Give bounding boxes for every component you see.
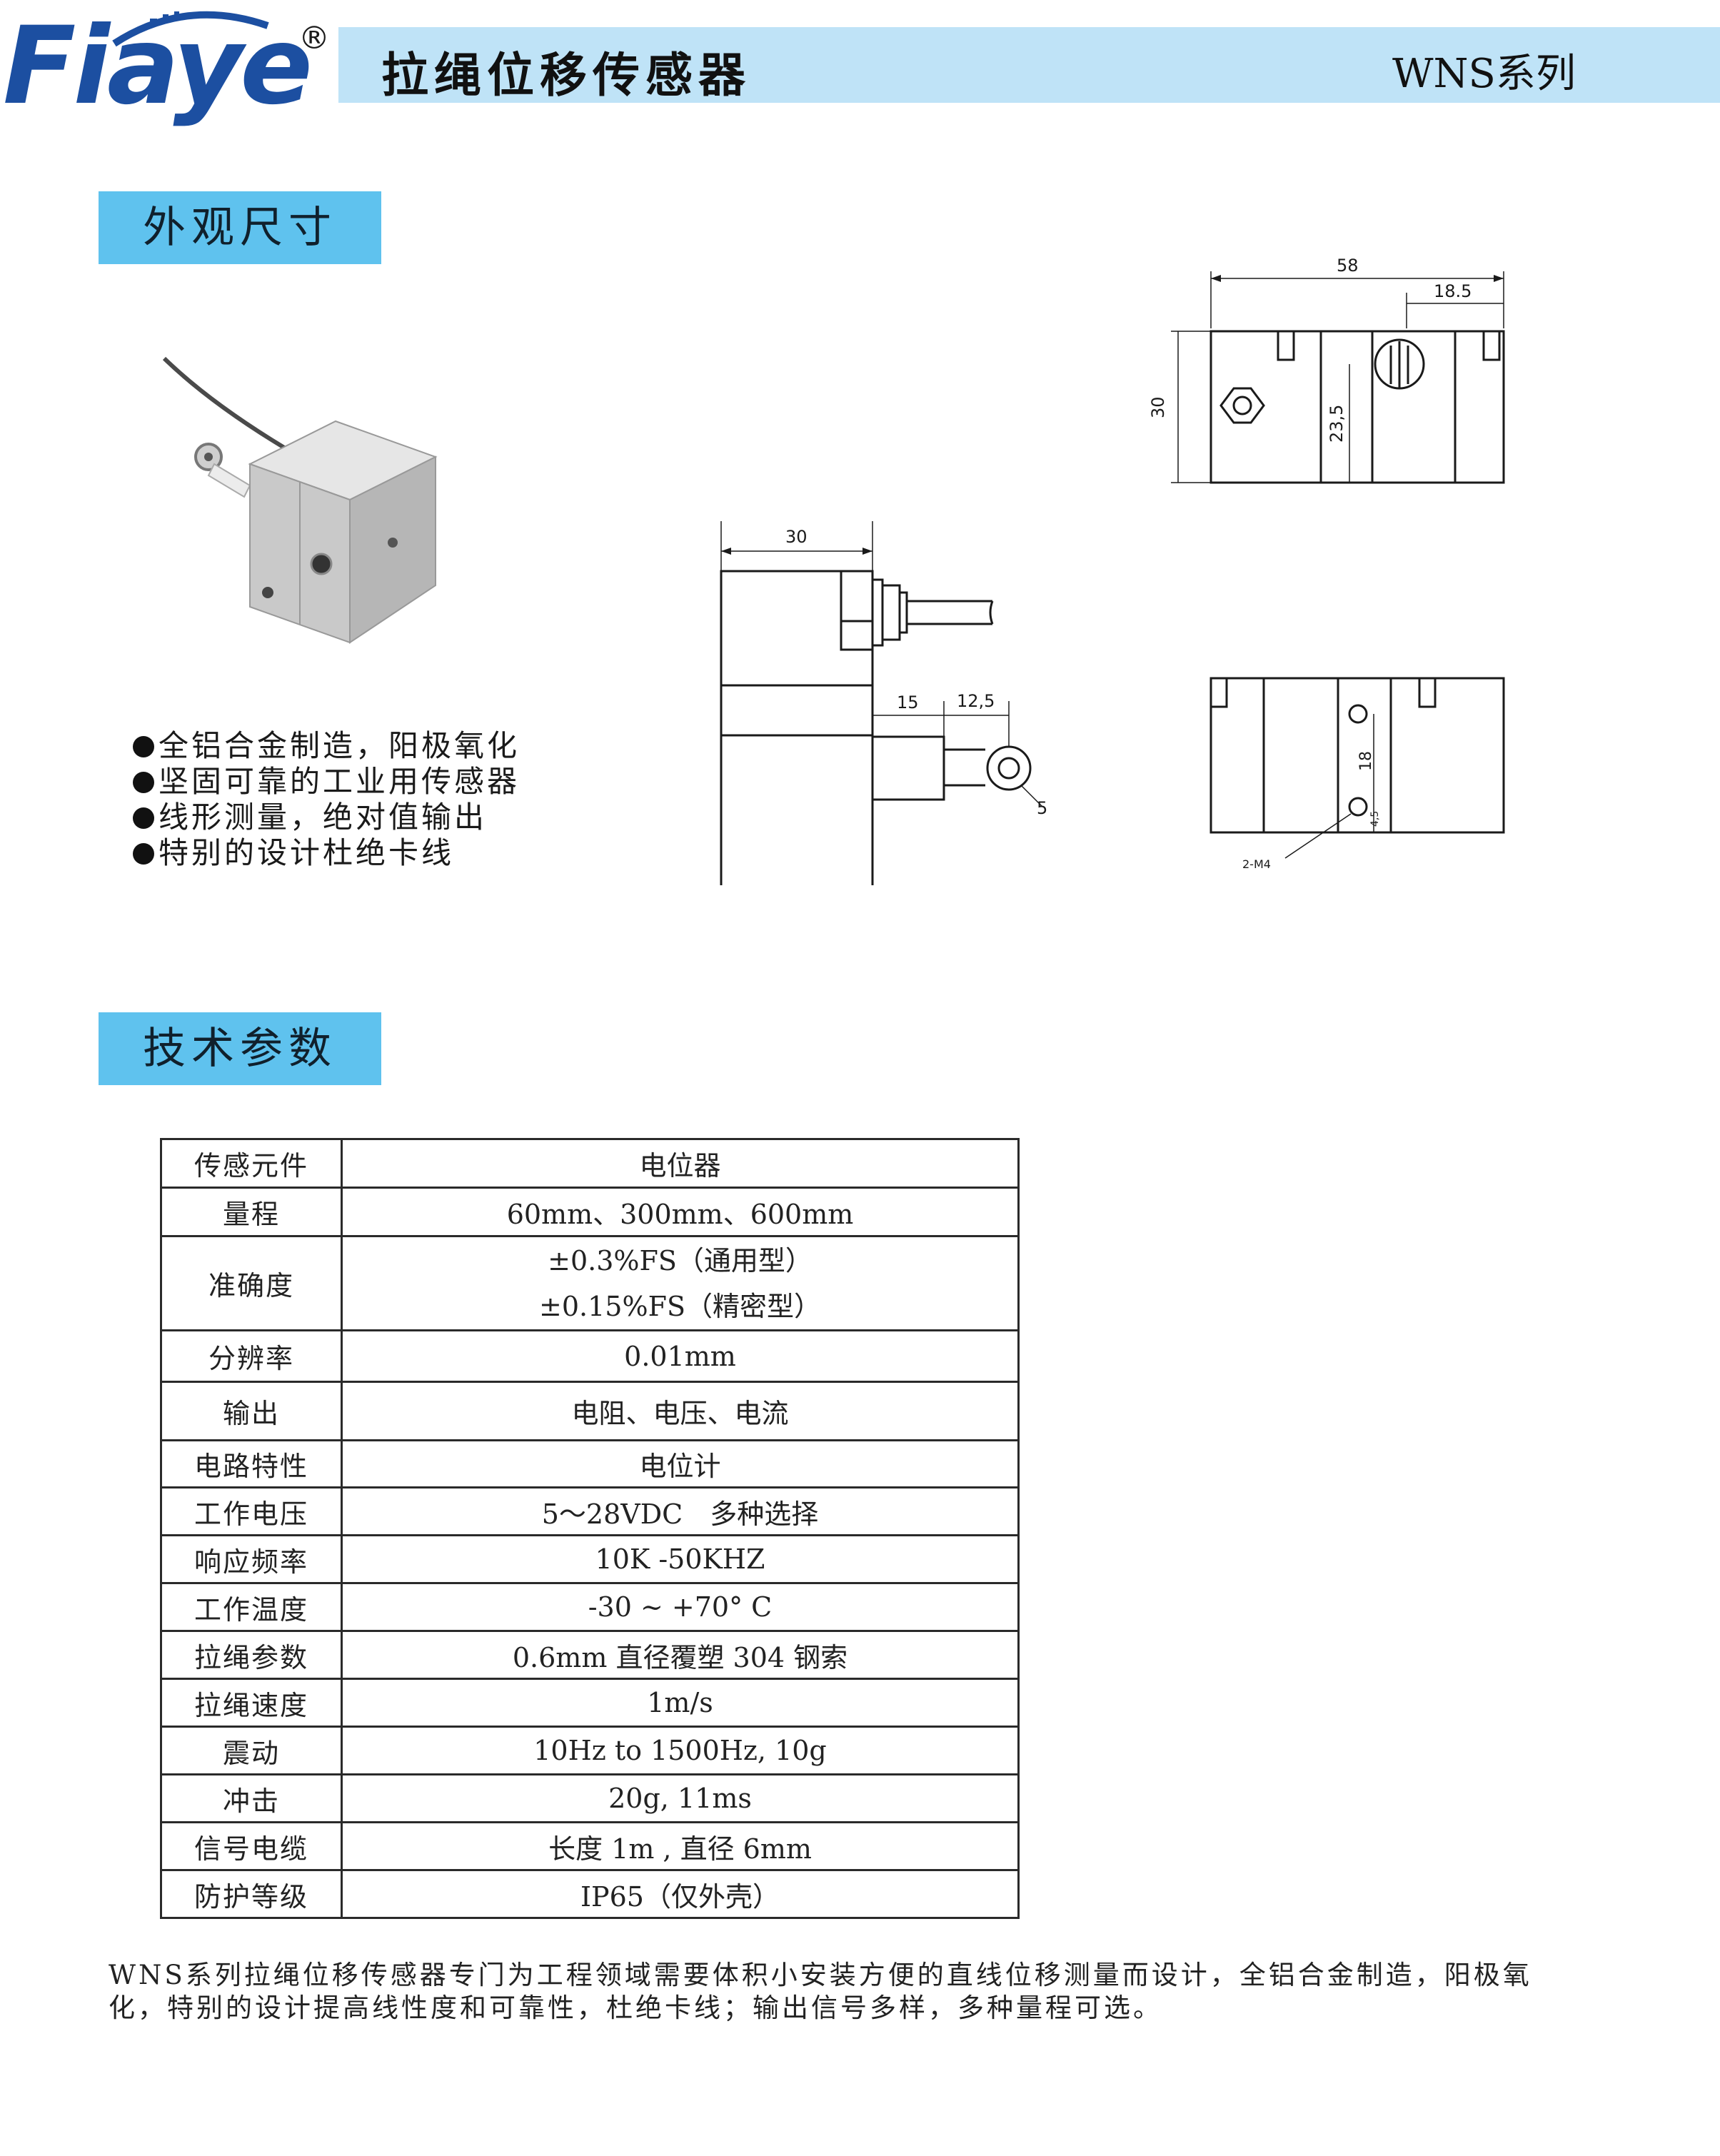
spec-value: 0.01mm (341, 1329, 1020, 1383)
feature-item: 特别的设计杜绝卡线 (133, 835, 520, 871)
spec-value: 60mm、300mm、600mm (341, 1187, 1020, 1237)
feature-item: 坚固可靠的工业用传感器 (133, 764, 520, 800)
spec-value: 电阻、电压、电流 (341, 1381, 1020, 1441)
table-row: 量程 60mm、300mm、600mm (160, 1187, 1020, 1237)
spec-value-line: ±0.3%FS（通用型） (548, 1244, 813, 1276)
table-row: 工作温度 -30 ~ +70° C (160, 1582, 1020, 1632)
spec-table: 传感元件 电位器 量程 60mm、300mm、600mm 准确度 ±0.3%FS… (160, 1138, 1020, 1919)
dim-side-b: 12,5 (957, 691, 995, 711)
spec-key: 响应频率 (160, 1534, 343, 1584)
logo-swoosh-icon (112, 11, 269, 47)
spec-key: 量程 (160, 1187, 343, 1237)
section-tab-appearance: 外观尺寸 (99, 191, 381, 264)
spec-key: 准确度 (160, 1235, 343, 1331)
product-photo (162, 356, 438, 644)
logo-text: Fiaye (3, 4, 313, 129)
table-row: 传感元件 电位器 (160, 1138, 1020, 1189)
bullet-icon (133, 807, 154, 829)
spec-key: 冲击 (160, 1773, 343, 1823)
spec-value: 10K -50KHZ (341, 1534, 1020, 1584)
top-view-drawing: 58 18.5 30 23,5 (1148, 256, 1505, 484)
table-row: 冲击 20g, 11ms (160, 1773, 1020, 1823)
spec-key: 分辨率 (160, 1329, 343, 1383)
table-row: 输出 电阻、电压、电流 (160, 1381, 1020, 1441)
section-title-specs: 技术参数 (143, 1024, 337, 1074)
spec-key: 工作温度 (160, 1582, 343, 1632)
spec-value: 1m/s (341, 1678, 1020, 1728)
section-title-appearance: 外观尺寸 (143, 203, 337, 253)
table-row: 震动 10Hz to 1500Hz, 10g (160, 1726, 1020, 1775)
dim-bottom-spacing: 18 (1357, 751, 1375, 771)
spec-value: 长度 1m , 直径 6mm (341, 1821, 1020, 1871)
header-bar (338, 27, 1720, 103)
spec-value: 电位计 (341, 1439, 1020, 1488)
table-row: 信号电缆 长度 1m , 直径 6mm (160, 1821, 1020, 1871)
spec-value: 10Hz to 1500Hz, 10g (341, 1726, 1020, 1775)
brand-logo: Fiaye ® (0, 0, 336, 129)
spec-key: 工作电压 (160, 1486, 343, 1536)
table-row: 防护等级 IP65（仅外壳） (160, 1869, 1020, 1919)
table-row: 拉绳参数 0.6mm 直径覆塑 304 钢索 (160, 1630, 1020, 1680)
bullet-icon (133, 772, 154, 793)
dim-side-a: 15 (897, 692, 919, 712)
spec-key: 信号电缆 (160, 1821, 343, 1871)
bottom-view-drawing: 18 4,5 2-M4 (1209, 677, 1505, 871)
spec-key: 电路特性 (160, 1439, 343, 1488)
table-row: 拉绳速度 1m/s (160, 1678, 1020, 1728)
series-label: WNS系列 (1392, 51, 1576, 97)
spec-value-line: ±0.15%FS（精密型） (539, 1290, 821, 1322)
spec-value: ±0.3%FS（通用型） ±0.15%FS（精密型） (341, 1235, 1020, 1331)
table-row: 分辨率 0.01mm (160, 1329, 1020, 1383)
spec-value: 0.6mm 直径覆塑 304 钢索 (341, 1630, 1020, 1680)
feature-list: 全铝合金制造，阳极氧化 坚固可靠的工业用传感器 线形测量，绝对值输出 特别的设计… (133, 728, 520, 871)
spec-key: 防护等级 (160, 1869, 343, 1919)
table-row: 工作电压 5～28VDC 多种选择 (160, 1486, 1020, 1536)
dim-bottom-edge: 4,5 (1369, 811, 1381, 827)
description-line: 化，特别的设计提高线性度和可靠性，杜绝卡线；输出信号多样，多种量程可选。 (109, 1993, 1162, 2023)
dim-side-width: 30 (785, 527, 808, 547)
section-tab-specs: 技术参数 (99, 1012, 381, 1085)
spec-key: 传感元件 (160, 1138, 343, 1189)
table-row: 响应频率 10K -50KHZ (160, 1534, 1020, 1584)
side-view-drawing: 30 5 15 12,5 (720, 521, 1047, 885)
dim-side-ring: 5 (1037, 798, 1047, 818)
spec-key: 震动 (160, 1726, 343, 1775)
bullet-icon (133, 843, 154, 865)
spec-key: 拉绳参数 (160, 1630, 343, 1680)
table-row: 电路特性 电位计 (160, 1439, 1020, 1488)
bullet-icon (133, 736, 154, 757)
dim-top-width: 58 (1337, 256, 1359, 276)
spec-value: 电位器 (341, 1138, 1020, 1189)
description-line: WNS系列拉绳位移传感器专门为工程领域需要体积小安装方便的直线位移测量而设计，全… (109, 1960, 1532, 1990)
dim-bottom-thread: 2-M4 (1242, 857, 1271, 871)
spec-value: IP65（仅外壳） (341, 1869, 1020, 1919)
registered-mark: ® (298, 20, 330, 56)
feature-item: 线形测量，绝对值输出 (133, 800, 520, 835)
dim-top-inner: 23,5 (1327, 405, 1347, 443)
spec-value: -30 ~ +70° C (341, 1582, 1020, 1632)
spec-key: 输出 (160, 1381, 343, 1441)
product-description: WNS系列拉绳位移传感器专门为工程领域需要体积小安装方便的直线位移测量而设计，全… (109, 1959, 1544, 2025)
spec-key: 拉绳速度 (160, 1678, 343, 1728)
spec-value: 20g, 11ms (341, 1773, 1020, 1823)
dim-top-height: 30 (1148, 396, 1168, 418)
dim-top-offset: 18.5 (1434, 281, 1472, 301)
page-title: 拉绳位移传感器 (381, 47, 751, 103)
feature-item: 全铝合金制造，阳极氧化 (133, 728, 520, 764)
spec-value: 5～28VDC 多种选择 (341, 1486, 1020, 1536)
table-row: 准确度 ±0.3%FS（通用型） ±0.15%FS（精密型） (160, 1235, 1020, 1331)
